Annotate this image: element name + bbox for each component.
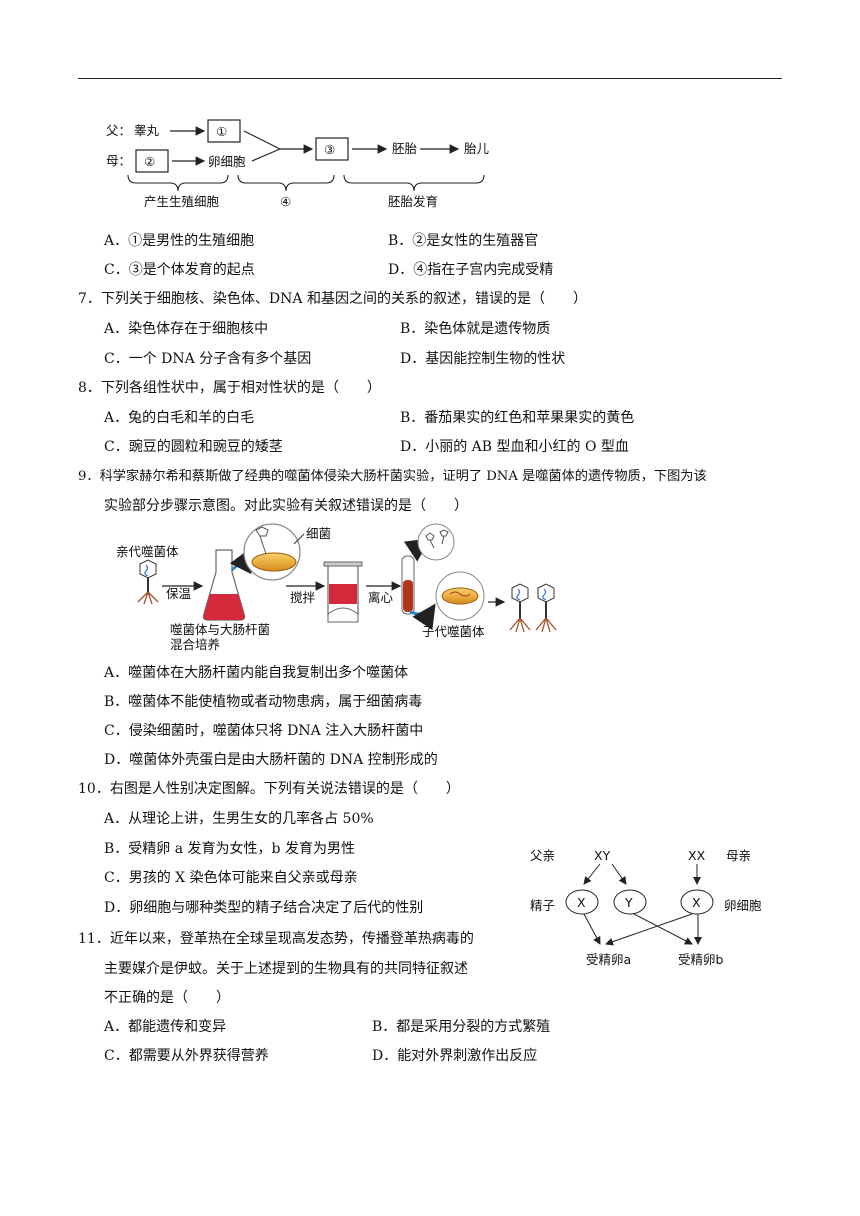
egg-cell-text: 卵细胞 (724, 898, 762, 913)
q6-option-a: A．①是男性的生殖细胞 (104, 233, 255, 249)
centrifuge-tube-icon (401, 555, 415, 615)
bacterium-cell (251, 552, 297, 572)
brace-1 (127, 174, 229, 192)
box-2-label: ② (144, 154, 155, 169)
offspring-phage-icon-2 (535, 583, 557, 633)
q7-stem: 7．下列关于细胞核、染色体、DNA 和基因之间的关系的叙述，错误的是（ ） (78, 291, 587, 307)
infected-bacterium (441, 587, 479, 605)
stir-label: 搅拌 (290, 590, 316, 605)
mother-text: 母亲 (726, 848, 751, 863)
brace-2-label: ④ (280, 194, 291, 209)
sperm-x-oval (565, 889, 599, 915)
header-rule (78, 78, 782, 79)
zygote-a-text: 受精卵a (586, 952, 631, 967)
q11-option-c: C．都需要从外界获得营养 (104, 1048, 269, 1064)
bacterium-zoom-circle (243, 523, 301, 581)
incubate-label: 保温 (166, 586, 192, 601)
q10-stem: 10．右图是人性别决定图解。下列有关说法错误的是（ ） (78, 781, 460, 797)
q8-stem: 8．下列各组性状中，属于相对性状的是（ ） (78, 380, 381, 396)
box-1 (207, 119, 241, 143)
q10-option-d: D．卵细胞与哪种类型的精子结合决定了后代的性别 (104, 900, 424, 916)
q11-stem-line3: 不正确的是（ ） (104, 990, 230, 1006)
parent-phage-label: 亲代噬菌体 (116, 544, 179, 559)
sex-determination-diagram: 父亲 XY XX 母亲 精子 X Y X 卵细胞 受精卵a 受精卵b (530, 848, 762, 967)
q8-option-b: B．番茄果实的红色和苹果果实的黄色 (400, 410, 635, 426)
fetus-label: 胎儿 (464, 141, 490, 156)
xy-text: XY (594, 848, 611, 863)
brace-3-label: 胚胎发育 (388, 194, 438, 209)
mix-label-line1: 噬菌体与大肠杆菌 (170, 622, 270, 637)
bacteria-label: 细菌 (306, 526, 331, 541)
phage-experiment-figure: 亲代噬菌体 保温 噬菌体与大肠杆菌 混合培养 细菌 搅拌 离心 (116, 523, 557, 652)
q9-option-c: C．侵染细菌时，噬菌体只将 DNA 注入大肠杆菌中 (104, 723, 424, 739)
mix-label-line2: 混合培养 (170, 637, 220, 652)
father-text: 父亲 (530, 848, 555, 863)
q11-stem-line2: 主要媒介是伊蚊。关于上述提到的生物具有的共同特征叙述 (104, 961, 468, 977)
q6-option-d: D．④指在子宫内完成受精 (388, 262, 554, 278)
q8-option-d: D．小丽的 AB 型血和小红的 O 型血 (400, 439, 629, 455)
q11-option-b: B．都是采用分裂的方式繁殖 (372, 1019, 551, 1035)
sperm-y-label: Y (624, 895, 633, 910)
offspring-phage-label: 子代噬菌体 (422, 624, 485, 639)
q9-option-b: B．噬菌体不能使植物或者动物患病，属于细菌病毒 (104, 694, 423, 710)
q7-option-a: A．染色体存在于细胞核中 (104, 321, 269, 337)
xx-text: XX (688, 848, 706, 863)
egg-x-label: X (692, 895, 701, 910)
parent-phage-icon (137, 559, 159, 605)
testis-label: 睾丸 (134, 123, 160, 138)
q7-option-c: C．一个 DNA 分子含有多个基因 (104, 351, 312, 367)
sperm-text: 精子 (530, 898, 555, 913)
embryo-label: 胚胎 (392, 141, 418, 156)
q10-option-b: B．受精卵 a 发育为女性，b 发育为男性 (104, 841, 355, 857)
q7-option-b: B．染色体就是遗传物质 (400, 321, 551, 337)
brace-3 (343, 174, 485, 192)
q9-option-d: D．噬菌体外壳蛋白是由大肠杆菌的 DNA 控制形成的 (104, 752, 438, 768)
q8-option-a: A．兔的白毛和羊的白毛 (104, 410, 255, 426)
reproduction-flow-diagram: 父： 睾丸 ① 母： ② 卵细胞 ③ 胚胎 胎儿 产生生殖细胞 ④ 胚胎发育 (106, 119, 490, 209)
supernatant-zoom-circle (417, 523, 455, 561)
box-3-label: ③ (324, 142, 335, 157)
sperm-x-label: X (577, 895, 586, 910)
q11-option-a: A．都能遗传和变异 (104, 1019, 227, 1035)
zygote-b-text: 受精卵b (678, 952, 724, 967)
box-1-label: ① (216, 124, 227, 139)
blender-beaker-icon (323, 561, 363, 623)
egg-x-oval (680, 889, 714, 915)
q8-option-c: C．豌豆的圆粒和豌豆的矮茎 (104, 439, 283, 455)
mother-label: 母： (106, 153, 131, 168)
q10-option-c: C．男孩的 X 染色体可能来自父亲或母亲 (104, 870, 358, 886)
brace-1-label: 产生生殖细胞 (144, 194, 220, 209)
offspring-phage-icon-1 (509, 583, 531, 633)
sperm-y-oval (613, 889, 647, 915)
centrifuge-label: 离心 (368, 590, 394, 605)
culture-flask-icon (202, 549, 246, 621)
q10-option-a: A．从理论上讲，生男生女的几率各占 50% (104, 811, 374, 827)
box-2 (135, 149, 169, 173)
box-3 (315, 137, 349, 161)
q6-option-b: B．②是女性的生殖器官 (388, 233, 539, 249)
q6-option-c: C．③是个体发育的起点 (104, 262, 255, 278)
q7-option-d: D．基因能控制生物的性状 (400, 351, 566, 367)
q11-option-d: D．能对外界刺激作出反应 (372, 1048, 538, 1064)
q11-stem-line1: 11．近年以来，登革热在全球呈现高发态势，传播登革热病毒的 (78, 931, 474, 947)
father-label: 父： (106, 123, 131, 138)
brace-2 (237, 174, 335, 192)
egg-cell-label: 卵细胞 (208, 154, 246, 169)
q9-stem-line1: 9．科学家赫尔希和蔡斯做了经典的噬菌体侵染大肠杆菌实验，证明了 DNA 是噬菌体… (78, 469, 707, 484)
q9-stem-line2: 实验部分步骤示意图。对此实验有关叙述错误的是（ ） (104, 498, 468, 514)
q9-option-a: A．噬菌体在大肠杆菌内能自我复制出多个噬菌体 (104, 665, 409, 681)
